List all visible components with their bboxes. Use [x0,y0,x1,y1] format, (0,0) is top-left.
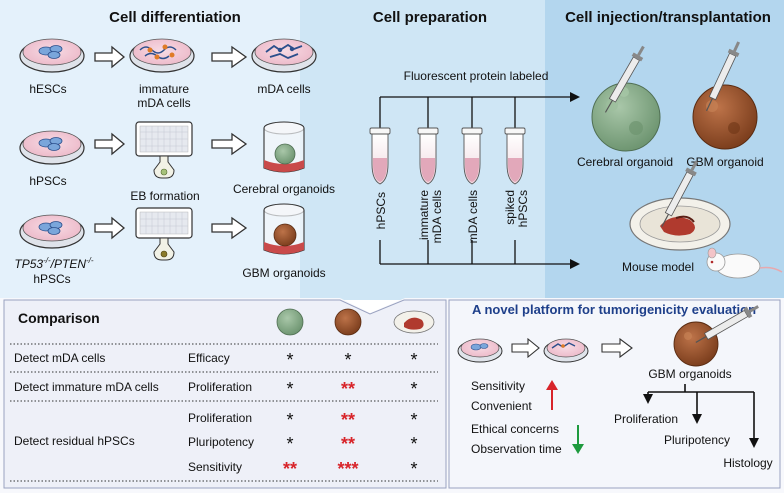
cmp-metric-efficacy: Efficacy [188,351,230,365]
cmp-mark: * [410,350,417,370]
hollow-arrow-icon [94,45,126,69]
cmp-label-mda: Detect mDA cells [14,351,105,365]
tube-label-immature-mda: mDA cells [430,190,444,243]
tube-label-immature: immature [417,190,431,240]
label-hescs: hESCs [29,82,66,96]
tube-label-hpscs: hPSCs [374,192,388,229]
cmp-metric-proliferation: Proliferation [188,411,252,425]
cmp-mark: * [286,434,293,454]
distribution-lines-bottom [379,240,580,269]
tube-spiked-icon [504,127,526,185]
cmp-label-immature: Detect immature mDA cells [14,380,159,394]
well-plate-gbm-icon [135,207,193,261]
label-gbm-organoid-target: GBM organoid [686,155,763,169]
gbm-organoid-injection-icon [692,41,758,150]
comparison-title: Comparison [18,310,100,326]
well-plate-eb-icon [135,121,193,179]
petri-dish-hpscs-icon [19,130,85,165]
mouse-icon [706,247,783,279]
platform-dish-mda-icon [543,338,589,363]
label-hpscs: hPSCs [29,174,66,188]
hollow-arrow-icon [211,132,248,156]
cmp-mark: ** [341,379,355,399]
tube-label-mda: mDA cells [466,190,480,243]
hollow-arrow-icon [511,337,540,359]
header-differentiation: Cell differentiation [109,9,241,26]
cmp-mark: * [410,410,417,430]
platform-gbm-organoid-icon [673,305,759,367]
up-arrow-icon [546,380,558,410]
label-mouse-model: Mouse model [622,260,694,274]
label-cerebral-organoid-target: Cerebral organoid [577,155,673,169]
label-gbm-organoids: GBM organoids [242,266,325,280]
platform-ethical: Ethical concerns [471,422,559,436]
petri-dish-immature-mda-icon [129,38,195,73]
cmp-metric-pluripotency: Pluripotency [188,435,254,449]
mouse-brain-injection-icon [629,160,731,251]
outcome-pluripotency: Pluripotency [664,433,730,447]
header-preparation: Cell preparation [373,9,487,26]
tube-mda-icon [461,127,483,185]
cerebral-organoid-culture-icon [263,121,305,173]
distribution-lines-top [379,92,580,128]
tube-hpscs-icon [369,127,391,185]
cmp-mark: * [410,459,417,479]
platform-title: A novel platform for tumorigenicity eval… [472,302,756,317]
platform-panel [448,299,781,489]
gbm-organoid-culture-icon [263,203,305,255]
cmp-mark: * [286,379,293,399]
label-mutant-hpscs: hPSCs [33,272,70,286]
comparison-col-gbm-icon [334,308,362,336]
hollow-arrow-icon [601,337,633,359]
cmp-mark: ** [341,434,355,454]
platform-convenient: Convenient [471,399,532,413]
cmp-mark: * [410,379,417,399]
cerebral-organoid-injection-icon [591,45,661,152]
cmp-mark: * [410,434,417,454]
cmp-mark: * [286,410,293,430]
outcome-tree [643,384,759,448]
label-immature-mda-cells: mDA cells [137,96,190,110]
down-arrow-icon [572,425,584,454]
petri-dish-mda-icon [251,38,317,73]
cmp-mark: ** [283,459,297,479]
platform-dish-hpscs-icon [457,338,503,363]
tube-label-spiked: spiked [503,190,517,225]
comparison-panel [3,299,447,489]
cmp-mark: * [286,350,293,370]
hollow-arrow-icon [94,132,126,156]
comparison-table: Detect mDA cells Efficacy * * * Detect i… [14,350,418,479]
hollow-arrow-icon [211,45,248,69]
tube-immature-icon [417,127,439,185]
platform-gbm-label: GBM organoids [648,367,731,381]
cmp-mark: *** [337,459,358,479]
comparison-col-cerebral-icon [276,308,304,336]
petri-dish-hescs-icon [19,38,85,73]
cmp-metric-proliferation: Proliferation [188,380,252,394]
outcome-proliferation: Proliferation [614,412,678,426]
label-immature: immature [139,82,189,96]
tube-label-spiked-hpscs: hPSCs [516,190,530,227]
header-injection: Cell injection/transplantation [565,9,771,26]
comparison-dividers [10,343,438,482]
label-genotype: TP53-/-/PTEN-/- [14,256,93,271]
label-mda-cells: mDA cells [257,82,310,96]
platform-sensitivity: Sensitivity [471,379,525,393]
cmp-metric-sensitivity: Sensitivity [188,460,242,474]
label-fluorescent: Fluorescent protein labeled [404,69,549,83]
outcome-histology: Histology [723,456,772,470]
cmp-mark: * [344,350,351,370]
cmp-label-residual: Detect residual hPSCs [14,434,135,448]
label-cerebral-organoids: Cerebral organoids [233,182,335,196]
platform-observation: Observation time [471,442,562,456]
hollow-arrow-icon [211,216,248,240]
petri-dish-mutant-hpscs-icon [19,214,85,249]
cmp-mark: ** [341,410,355,430]
comparison-col-mouse-icon [393,310,435,334]
hollow-arrow-icon [94,216,126,240]
label-eb-formation: EB formation [130,189,199,203]
